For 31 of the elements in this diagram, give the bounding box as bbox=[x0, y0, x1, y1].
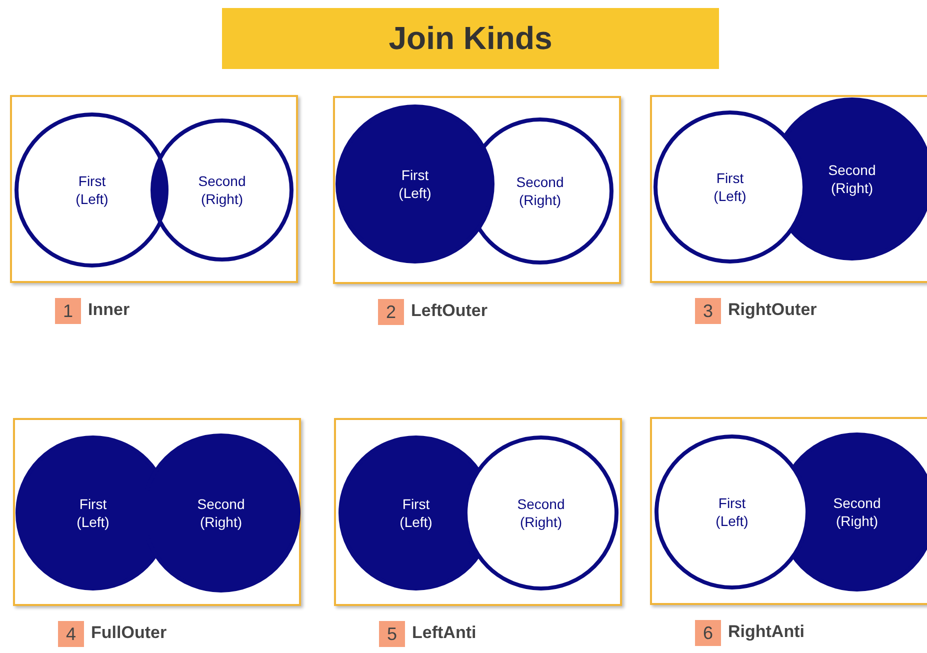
join-type-label: RightAnti bbox=[728, 622, 804, 642]
join-type-label: RightOuter bbox=[728, 300, 817, 320]
set-label: First (Left) bbox=[398, 166, 432, 202]
frame-box bbox=[334, 418, 622, 606]
set-label: First (Left) bbox=[76, 495, 110, 531]
callout-number: 4 bbox=[58, 621, 84, 647]
join-type-label: LeftOuter bbox=[411, 301, 488, 321]
callout-number: 2 bbox=[378, 299, 404, 325]
set-label: First (Left) bbox=[398, 495, 434, 531]
join-type-label: Inner bbox=[88, 300, 130, 320]
frame-box bbox=[650, 95, 927, 283]
frame-box bbox=[10, 95, 298, 283]
frame-box bbox=[333, 96, 621, 284]
frame-box bbox=[13, 418, 301, 606]
set-label: Second (Right) bbox=[832, 494, 882, 530]
set-label: Second (Right) bbox=[515, 173, 565, 209]
frame-box bbox=[650, 417, 927, 605]
callout-number: 6 bbox=[695, 620, 721, 646]
set-label: First (Left) bbox=[74, 172, 110, 208]
callout-number: 3 bbox=[695, 298, 721, 324]
set-label: First (Left) bbox=[714, 494, 750, 530]
set-label: Second (Right) bbox=[196, 495, 246, 531]
callout-number: 5 bbox=[379, 621, 405, 647]
set-label: Second (Right) bbox=[827, 161, 877, 197]
join-type-label: FullOuter bbox=[91, 623, 167, 643]
set-label: Second (Right) bbox=[197, 172, 247, 208]
join-type-label: LeftAnti bbox=[412, 623, 476, 643]
callout-number: 1 bbox=[55, 298, 81, 324]
set-label: Second (Right) bbox=[516, 495, 566, 531]
set-label: First (Left) bbox=[712, 169, 748, 205]
title-banner: Join Kinds bbox=[222, 8, 719, 69]
